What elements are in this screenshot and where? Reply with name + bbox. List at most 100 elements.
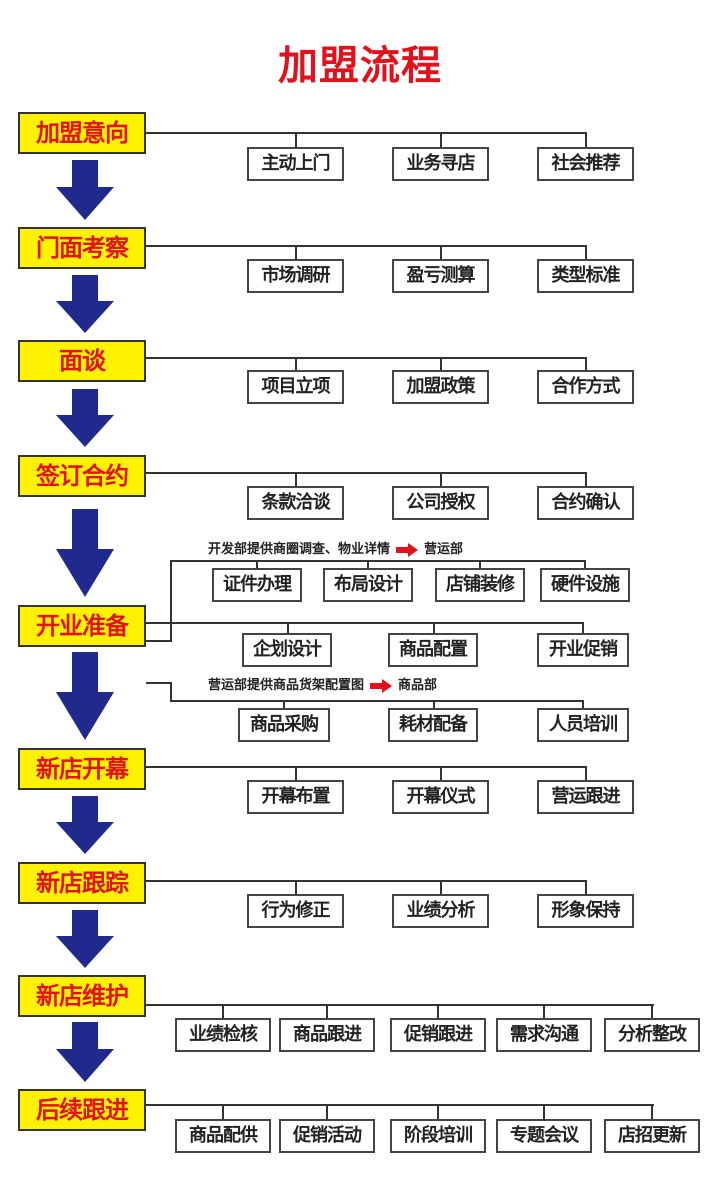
sub-step-box: 人员培训 — [537, 708, 629, 742]
connector-line — [222, 1104, 224, 1119]
sub-step-box: 条款洽谈 — [247, 486, 344, 520]
connector-line — [582, 622, 584, 633]
connector-line — [433, 622, 435, 633]
note-bottom: 营运部提供商品货架配置图 商品部 — [208, 674, 437, 693]
connector-line — [222, 1004, 224, 1018]
connector-line — [433, 700, 435, 708]
down-arrow-icon — [56, 275, 114, 333]
sub-step-box: 市场调研 — [247, 259, 344, 293]
connector-line — [146, 682, 172, 684]
sub-step-box: 阶段培训 — [390, 1119, 486, 1153]
right-arrow-icon — [370, 678, 393, 693]
connector-line — [294, 245, 297, 259]
stage-box-7: 新店维护 — [18, 975, 146, 1017]
connector-line — [543, 1104, 545, 1119]
connector-line — [146, 472, 586, 474]
stage-box-2: 面谈 — [18, 340, 146, 382]
sub-step-box: 业务寻店 — [392, 147, 489, 181]
connector-line — [170, 560, 585, 562]
note-target: 商品部 — [398, 678, 438, 693]
sub-step-box: 加盟政策 — [392, 370, 489, 404]
connector-line — [146, 1104, 654, 1106]
connector-line — [479, 560, 481, 568]
connector-line — [294, 766, 297, 780]
down-arrow-icon — [56, 652, 114, 740]
connector-line — [584, 357, 587, 370]
down-arrow-icon — [56, 160, 114, 220]
connector-line — [437, 1004, 439, 1018]
stage-box-3: 签订合约 — [18, 455, 146, 497]
sub-step-box: 专题会议 — [496, 1119, 592, 1153]
connector-line — [439, 132, 442, 147]
sub-step-box: 类型标准 — [537, 259, 634, 293]
note-text: 营运部提供商品货架配置图 — [208, 678, 365, 693]
sub-step-box: 促销跟进 — [390, 1018, 486, 1052]
sub-step-box: 业绩检核 — [175, 1018, 271, 1052]
connector-line — [294, 472, 297, 486]
right-arrow-icon — [396, 542, 419, 557]
sub-step-box: 主动上门 — [247, 147, 344, 181]
connector-line — [439, 766, 442, 780]
down-arrow-icon — [56, 509, 114, 597]
connector-line — [584, 245, 587, 259]
sub-step-box: 企划设计 — [242, 633, 332, 667]
down-arrow-icon — [56, 796, 114, 854]
connector-line — [584, 560, 586, 568]
stage-box-0: 加盟意向 — [18, 112, 146, 154]
connector-line — [584, 880, 587, 894]
sub-step-box: 公司授权 — [392, 486, 489, 520]
connector-line — [326, 1104, 328, 1119]
sub-step-box: 营运跟进 — [537, 780, 634, 814]
connector-line — [584, 766, 587, 780]
connector-line — [437, 1104, 439, 1119]
sub-step-box: 商品配供 — [175, 1119, 271, 1153]
connector-line — [294, 880, 297, 894]
sub-step-box: 布局设计 — [323, 568, 413, 602]
down-arrow-icon — [56, 389, 114, 447]
connector-line — [651, 1104, 653, 1119]
sub-step-box: 分析整改 — [604, 1018, 700, 1052]
sub-step-box: 商品跟进 — [279, 1018, 375, 1052]
connector-line — [439, 880, 442, 894]
connector-line — [170, 682, 172, 701]
sub-step-box: 硬件设施 — [540, 568, 630, 602]
sub-step-box: 商品配置 — [388, 633, 478, 667]
sub-step-box: 合作方式 — [537, 370, 634, 404]
sub-step-box: 盈亏测算 — [392, 259, 489, 293]
connector-line — [256, 560, 258, 568]
connector-line — [146, 766, 586, 768]
connector-line — [170, 700, 583, 702]
connector-line — [367, 560, 369, 568]
stage-box-5: 新店开幕 — [18, 748, 146, 790]
sub-step-box: 需求沟通 — [496, 1018, 592, 1052]
sub-step-box: 项目立项 — [247, 370, 344, 404]
stage-box-6: 新店跟踪 — [18, 862, 146, 904]
connector-line — [584, 472, 587, 486]
connector-line — [543, 1004, 545, 1018]
connector-line — [146, 880, 586, 882]
connector-line — [439, 245, 442, 259]
sub-step-box: 业绩分析 — [392, 894, 489, 928]
note-text: 开发部提供商圈调查、物业详情 — [208, 542, 391, 557]
connector-line — [146, 132, 586, 134]
sub-step-box: 店招更新 — [604, 1119, 700, 1153]
page-title: 加盟流程 — [278, 43, 442, 89]
stage-box-4: 开业准备 — [18, 605, 146, 647]
connector-line — [439, 472, 442, 486]
sub-step-box: 形象保持 — [537, 894, 634, 928]
sub-step-box: 耗材配备 — [388, 708, 478, 742]
connector-line — [283, 700, 285, 708]
sub-step-box: 证件办理 — [212, 568, 302, 602]
sub-step-box: 开幕仪式 — [392, 780, 489, 814]
connector-line — [146, 357, 586, 359]
sub-step-box: 开业促销 — [537, 633, 629, 667]
connector-line — [287, 622, 289, 633]
down-arrow-icon — [56, 910, 114, 968]
stage-box-8: 后续跟进 — [18, 1089, 146, 1131]
sub-step-box: 店铺装修 — [435, 568, 525, 602]
note-target: 营运部 — [424, 542, 464, 557]
connector-line — [170, 560, 172, 642]
connector-line — [582, 700, 584, 708]
sub-step-box: 商品采购 — [238, 708, 330, 742]
connector-line — [146, 245, 586, 247]
